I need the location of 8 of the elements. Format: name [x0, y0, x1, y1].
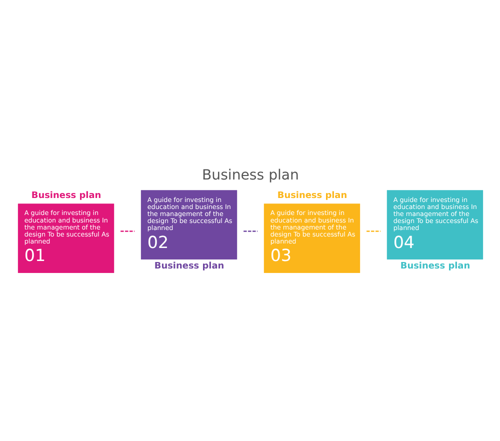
diagram-title: Business plan — [202, 166, 298, 183]
node-label: Business plan — [154, 261, 224, 272]
node-label: Business plan — [30, 190, 101, 201]
connector — [366, 230, 380, 232]
node-label: Business plan — [400, 261, 470, 272]
node-label: Business plan — [276, 190, 347, 201]
connector — [243, 230, 258, 232]
connector — [120, 230, 134, 232]
